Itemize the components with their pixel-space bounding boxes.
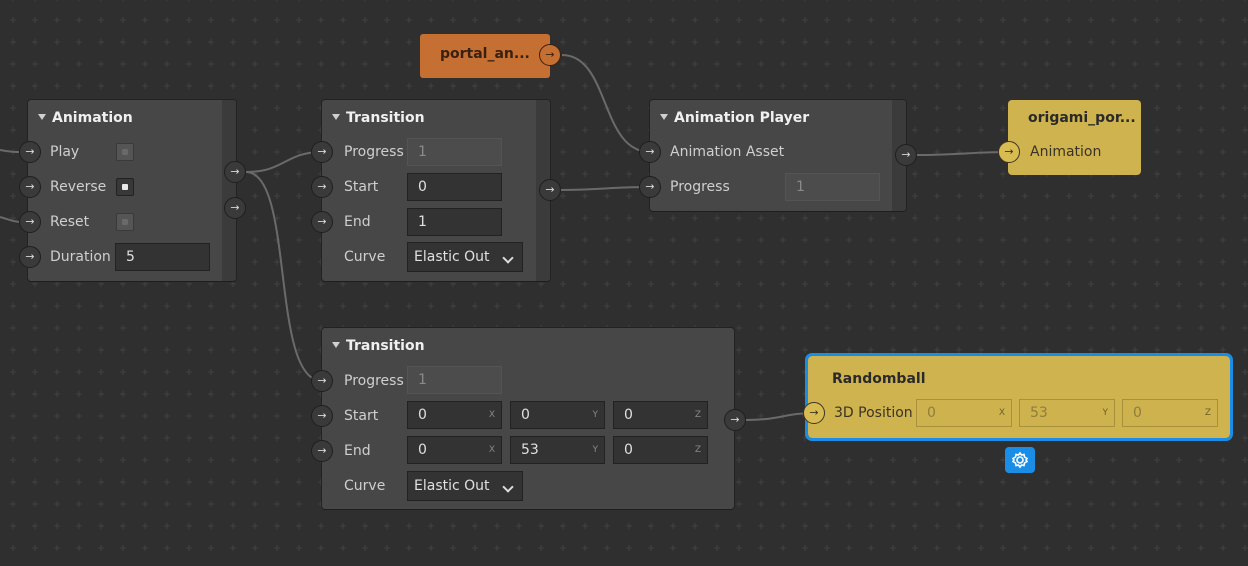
arrow-right-icon[interactable]: →: [19, 246, 41, 268]
arrow-right-icon[interactable]: →: [311, 440, 333, 462]
animation-node[interactable]: Animation Play Reverse Reset Duration 5: [28, 100, 236, 281]
arrow-right-icon[interactable]: →: [311, 405, 333, 427]
progress-label: Progress: [344, 373, 404, 389]
end-label: End: [344, 443, 371, 459]
triangle-down-icon: [660, 114, 668, 120]
arrow-right-icon[interactable]: →: [311, 370, 333, 392]
arrow-right-icon[interactable]: →: [639, 141, 661, 163]
triangle-down-icon: [332, 342, 340, 348]
end-label: End: [344, 214, 371, 230]
portal-asset-node[interactable]: portal_an...: [420, 34, 550, 78]
node-settings-button[interactable]: [1005, 447, 1035, 473]
node-title: Transition: [332, 338, 425, 354]
wire-portal-to-player: [561, 54, 651, 153]
arrow-right-icon[interactable]: →: [311, 141, 333, 163]
chevron-down-icon: [502, 252, 514, 264]
arrow-right-icon[interactable]: →: [539, 44, 561, 66]
wire-transition1-to-player: [559, 186, 651, 191]
arrow-right-icon[interactable]: →: [998, 141, 1020, 163]
node-title: Animation Player: [660, 110, 809, 126]
node-side-strip: [222, 100, 236, 281]
arrow-right-icon[interactable]: →: [311, 211, 333, 233]
animation-label: Animation: [1030, 144, 1102, 160]
arrow-right-icon[interactable]: →: [311, 176, 333, 198]
3d-position-label: 3D Position: [834, 405, 913, 421]
arrow-right-icon[interactable]: →: [639, 176, 661, 198]
node-title: Transition: [332, 110, 425, 126]
arrow-right-icon[interactable]: →: [803, 402, 825, 424]
start-label: Start: [344, 179, 379, 195]
arrow-right-icon[interactable]: →: [224, 161, 246, 183]
reverse-label: Reverse: [50, 179, 107, 195]
wire-animation-to-transition2: [245, 171, 323, 382]
play-checkbox[interactable]: [116, 143, 134, 161]
node-title: Animation: [38, 110, 133, 126]
node-title: origami_por...: [1028, 110, 1136, 126]
reverse-checkbox[interactable]: [116, 178, 134, 196]
curve-dropdown[interactable]: Elastic Out: [407, 471, 523, 501]
progress-input: 1: [407, 366, 502, 394]
arrow-right-icon[interactable]: →: [19, 176, 41, 198]
gear-icon: [1011, 451, 1029, 469]
progress-input: 1: [785, 173, 880, 201]
animation-asset-label: Animation Asset: [670, 144, 785, 160]
start-label: Start: [344, 408, 379, 424]
node-title: portal_an...: [440, 46, 530, 62]
curve-dropdown[interactable]: Elastic Out: [407, 242, 523, 272]
arrow-right-icon[interactable]: →: [19, 211, 41, 233]
curve-label: Curve: [344, 249, 386, 265]
origami-asset-node[interactable]: origami_por... Animation: [1008, 100, 1141, 175]
reset-label: Reset: [50, 214, 90, 230]
wire-player-to-origami: [915, 151, 1011, 156]
triangle-down-icon: [38, 114, 46, 120]
start-input[interactable]: 0: [407, 173, 502, 201]
animation-player-node[interactable]: Animation Player Animation Asset Progres…: [650, 100, 906, 211]
progress-label: Progress: [344, 144, 404, 160]
duration-label: Duration: [50, 249, 111, 265]
node-title: Randomball: [832, 371, 926, 387]
transition-node-1[interactable]: Transition Progress 1 Start 0 End 1 Curv…: [322, 100, 550, 281]
duration-input[interactable]: 5: [115, 243, 210, 271]
end-input[interactable]: 1: [407, 208, 502, 236]
play-label: Play: [50, 144, 80, 160]
arrow-right-icon[interactable]: →: [724, 409, 746, 431]
arrow-right-icon[interactable]: →: [224, 197, 246, 219]
arrow-right-icon[interactable]: →: [895, 144, 917, 166]
triangle-down-icon: [332, 114, 340, 120]
arrow-right-icon[interactable]: →: [19, 141, 41, 163]
progress-label: Progress: [670, 179, 730, 195]
arrow-right-icon[interactable]: →: [539, 179, 561, 201]
progress-input: 1: [407, 138, 502, 166]
chevron-down-icon: [502, 481, 514, 493]
reset-checkbox[interactable]: [116, 213, 134, 231]
curve-label: Curve: [344, 478, 386, 494]
